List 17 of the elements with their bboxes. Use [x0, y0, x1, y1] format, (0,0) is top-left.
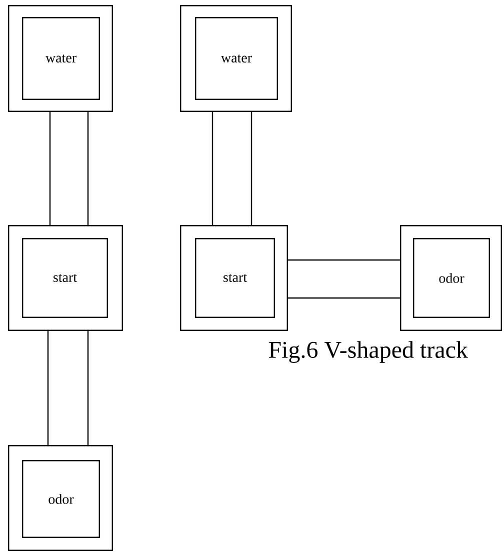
chamber-box: odor [413, 238, 490, 318]
caption: Fig.6 V-shaped track [268, 341, 468, 363]
chamber-box: odor [22, 460, 100, 538]
room-box [8, 225, 123, 331]
room-box [8, 5, 113, 112]
chamber-box: water [195, 17, 278, 100]
corridor [47, 331, 89, 445]
chamber-box: water [22, 17, 100, 100]
room-box [180, 5, 292, 112]
corridor [288, 259, 400, 299]
corridor [49, 112, 89, 225]
room-box [8, 445, 113, 551]
chamber-box: start [195, 238, 275, 318]
chamber-box: start [22, 238, 108, 318]
room-box [400, 225, 502, 331]
corridor [212, 112, 252, 225]
room-box [180, 225, 288, 331]
